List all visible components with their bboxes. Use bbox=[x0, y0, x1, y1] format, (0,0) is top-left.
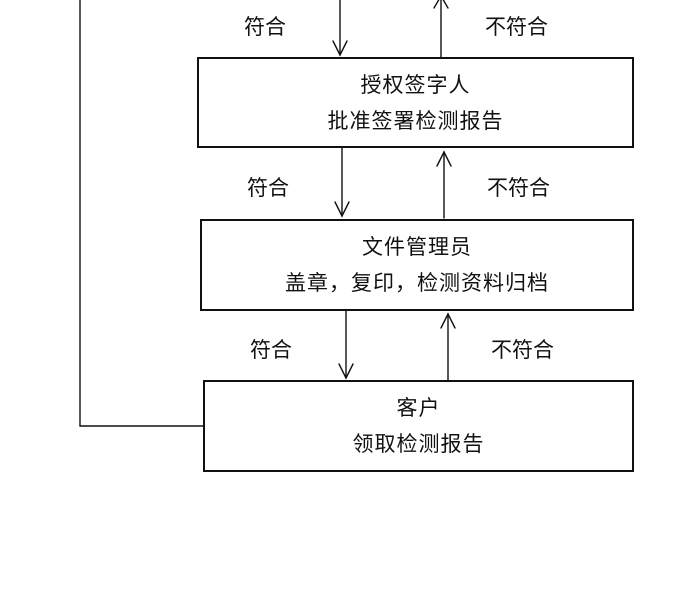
arrowhead-up-icon bbox=[433, 0, 449, 9]
step-title: 文件管理员 bbox=[362, 235, 472, 259]
arrowhead-up-icon bbox=[436, 150, 452, 167]
edge-label-fail: 不符合 bbox=[487, 176, 550, 200]
step-title: 客户 bbox=[396, 396, 441, 420]
step-box-archivist: 文件管理员 盖章，复印，检测资料归档 bbox=[200, 219, 634, 311]
step-box-customer: 客户 领取检测报告 bbox=[203, 380, 634, 472]
edge-label-pass: 符合 bbox=[247, 176, 289, 200]
step-subtitle: 领取检测报告 bbox=[352, 432, 485, 456]
step-box-signatory: 授权签字人 批准签署检测报告 bbox=[197, 57, 634, 148]
arrowhead-down-icon bbox=[338, 363, 354, 380]
edge-label-pass: 符合 bbox=[250, 338, 292, 362]
step-subtitle: 盖章，复印，检测资料归档 bbox=[285, 271, 549, 295]
edge-label-pass: 符合 bbox=[244, 15, 286, 39]
arrowhead-down-icon bbox=[334, 201, 350, 218]
edge-label-fail: 不符合 bbox=[491, 338, 554, 362]
step-subtitle: 批准签署检测报告 bbox=[327, 108, 504, 133]
arrowhead-up-icon bbox=[440, 312, 456, 329]
edge-label-fail: 不符合 bbox=[485, 15, 548, 39]
arrowhead-down-icon bbox=[332, 40, 348, 57]
step-title: 授权签字人 bbox=[360, 72, 471, 97]
